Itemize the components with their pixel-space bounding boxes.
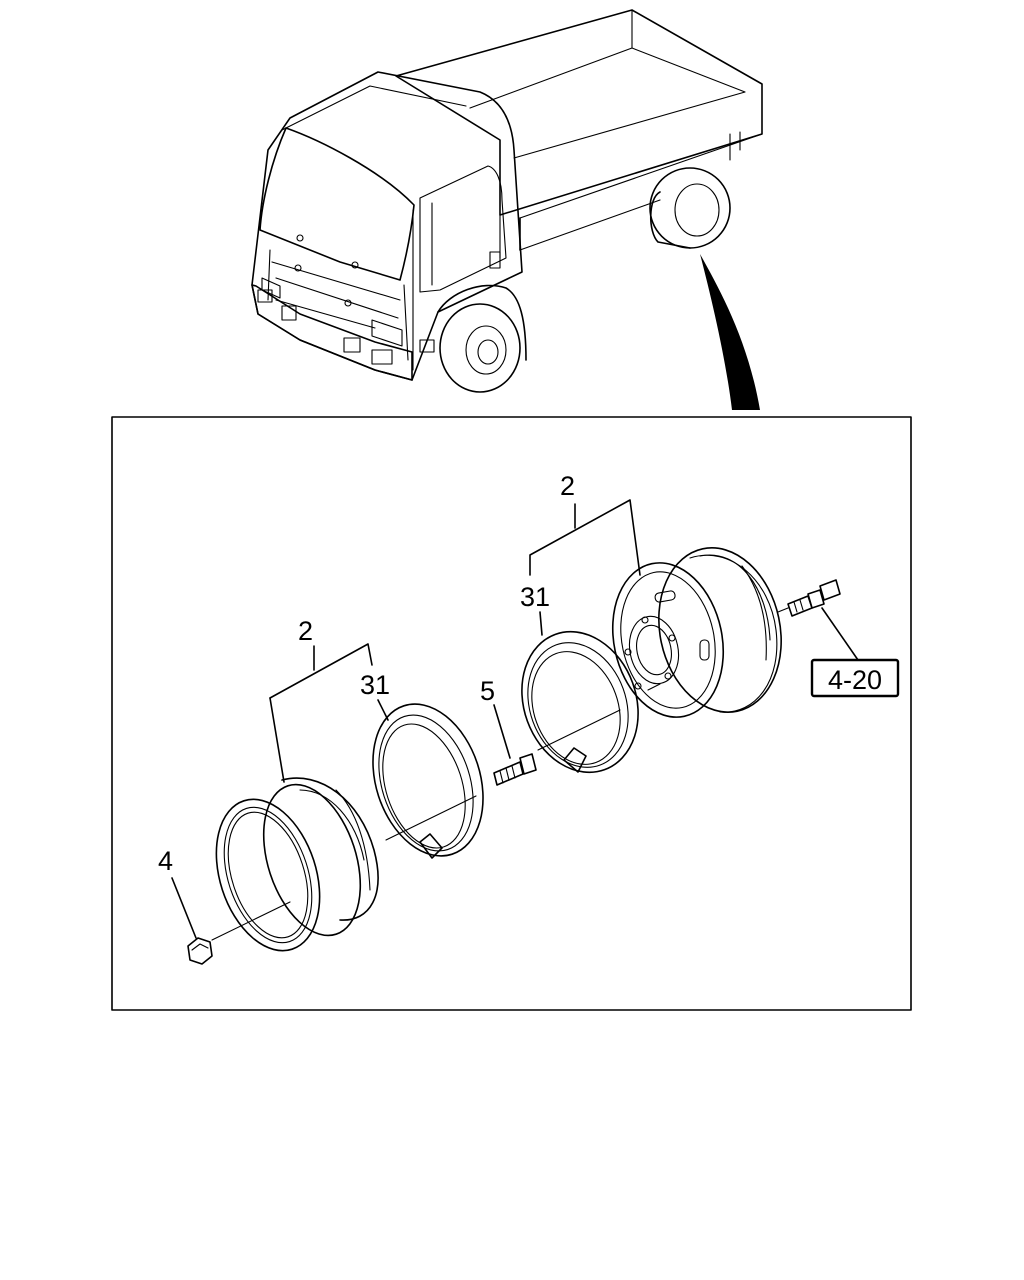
wheel-rim-lower	[215, 777, 379, 952]
truck-cab	[251, 71, 523, 381]
callout-bolt: 5	[480, 676, 495, 706]
zoom-pointer	[700, 254, 760, 410]
flap-ring-upper	[521, 630, 639, 774]
callout-wheel-upper: 2	[560, 471, 575, 501]
flap-ring-lower	[372, 703, 484, 859]
detail-frame	[111, 416, 912, 1011]
callout-ring-lower: 31	[360, 670, 390, 700]
reference-box[interactable]: 4-20	[810, 658, 900, 698]
leader-lines	[171, 499, 859, 939]
callout-nut: 4	[158, 846, 173, 876]
wheel-stud	[787, 579, 841, 617]
callout-ring-upper: 31	[520, 582, 550, 612]
rear-wheel	[649, 167, 731, 249]
front-wheel	[437, 284, 527, 393]
callout-wheel-lower: 2	[298, 616, 313, 646]
cargo-bed	[395, 9, 763, 259]
wheel-rim-upper	[611, 547, 782, 718]
truck-illustration	[251, 9, 763, 393]
reference-frame	[810, 658, 900, 698]
assembly-axis	[211, 607, 789, 941]
hub-bolt	[493, 753, 537, 786]
callout-reference: 4-20	[828, 665, 882, 695]
wheel-nut	[187, 937, 213, 965]
